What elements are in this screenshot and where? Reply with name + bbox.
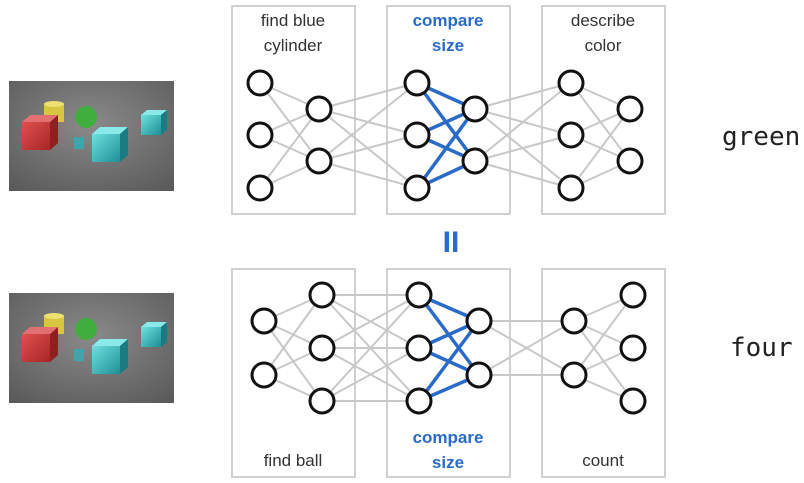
module-label-top-2-line-1: compare [413,11,484,30]
bottom-edge-3-1-0 [478,320,575,376]
answer-top: green [722,122,800,152]
top-node-4-0 [557,69,585,97]
top-edge-3-1-1 [474,134,572,162]
bottom-node-3-1 [465,361,493,389]
scene-image-bottom [9,293,174,403]
bottom-edge-4-1-0 [573,294,634,376]
bottom-node-5-2 [619,387,647,415]
top-edge-1-0-0 [318,82,418,110]
module-label-bottom-1-line-1: find ball [264,451,323,470]
bottom-node-4-0 [560,307,588,335]
top-edge-1-1-0 [318,82,418,162]
top-node-0-0 [246,69,274,97]
module-label-bottom-3-line-1: count [582,451,624,470]
top-edge-0-2-0 [259,108,320,189]
top-node-4-1 [557,121,585,149]
bottom-node-2-0 [405,281,433,309]
top-node-3-0 [461,95,489,123]
top-node-2-2 [403,174,431,202]
bottom-node-0-1 [250,361,278,389]
bottom-node-3-0 [465,307,493,335]
module-label-top-2-line-2: size [432,36,464,55]
top-node-5-0 [616,95,644,123]
answer-bottom: four [730,333,793,363]
module-label-top-1-line-1: find blue [261,11,325,30]
bottom-node-5-0 [619,281,647,309]
nodes-top [246,69,644,202]
bottom-node-2-1 [405,334,433,362]
top-edge-3-1-2 [474,160,572,189]
top-edge-3-0-0 [474,82,572,110]
top-edge-3-1-0 [474,82,572,162]
top-node-2-1 [403,121,431,149]
top-node-3-1 [461,147,489,175]
top-node-0-2 [246,174,274,202]
bottom-node-4-1 [560,361,588,389]
top-node-1-1 [305,147,333,175]
bottom-edge-1-2-0 [321,294,420,402]
top-node-4-2 [557,174,585,202]
module-label-top-3-line-2: color [585,36,622,55]
top-node-2-0 [403,69,431,97]
bottom-node-1-0 [308,281,336,309]
nodes-bottom [250,281,647,415]
bottom-node-1-1 [308,334,336,362]
top-edge-4-2-0 [570,108,631,189]
scene-image-top [9,81,174,191]
module-label-bottom-2-line-1: compare [413,428,484,447]
bottom-node-1-2 [308,387,336,415]
top-node-0-1 [246,121,274,149]
bottom-node-2-2 [405,387,433,415]
module-label-bottom-2-line-2: size [432,453,464,472]
bottom-edge-0-1-0 [263,294,323,376]
top-edge-1-1-1 [318,134,418,162]
top-edge-1-1-2 [318,160,418,189]
top-node-1-0 [305,95,333,123]
bottom-edge-1-1-0 [321,294,420,349]
equality-symbol: II [443,226,460,259]
top-node-5-1 [616,147,644,175]
bottom-edge-1-2-1 [321,347,420,402]
module-label-top-1-line-2: cylinder [264,36,323,55]
top-edge-2-2-0 [415,107,477,190]
bottom-node-0-0 [250,307,278,335]
module-box-bottom-1 [231,268,356,478]
module-label-top-3-line-1: describe [571,11,635,30]
module-box-bottom-3 [541,268,666,478]
bottom-edge-2-2-0 [417,319,481,403]
bottom-node-5-1 [619,334,647,362]
